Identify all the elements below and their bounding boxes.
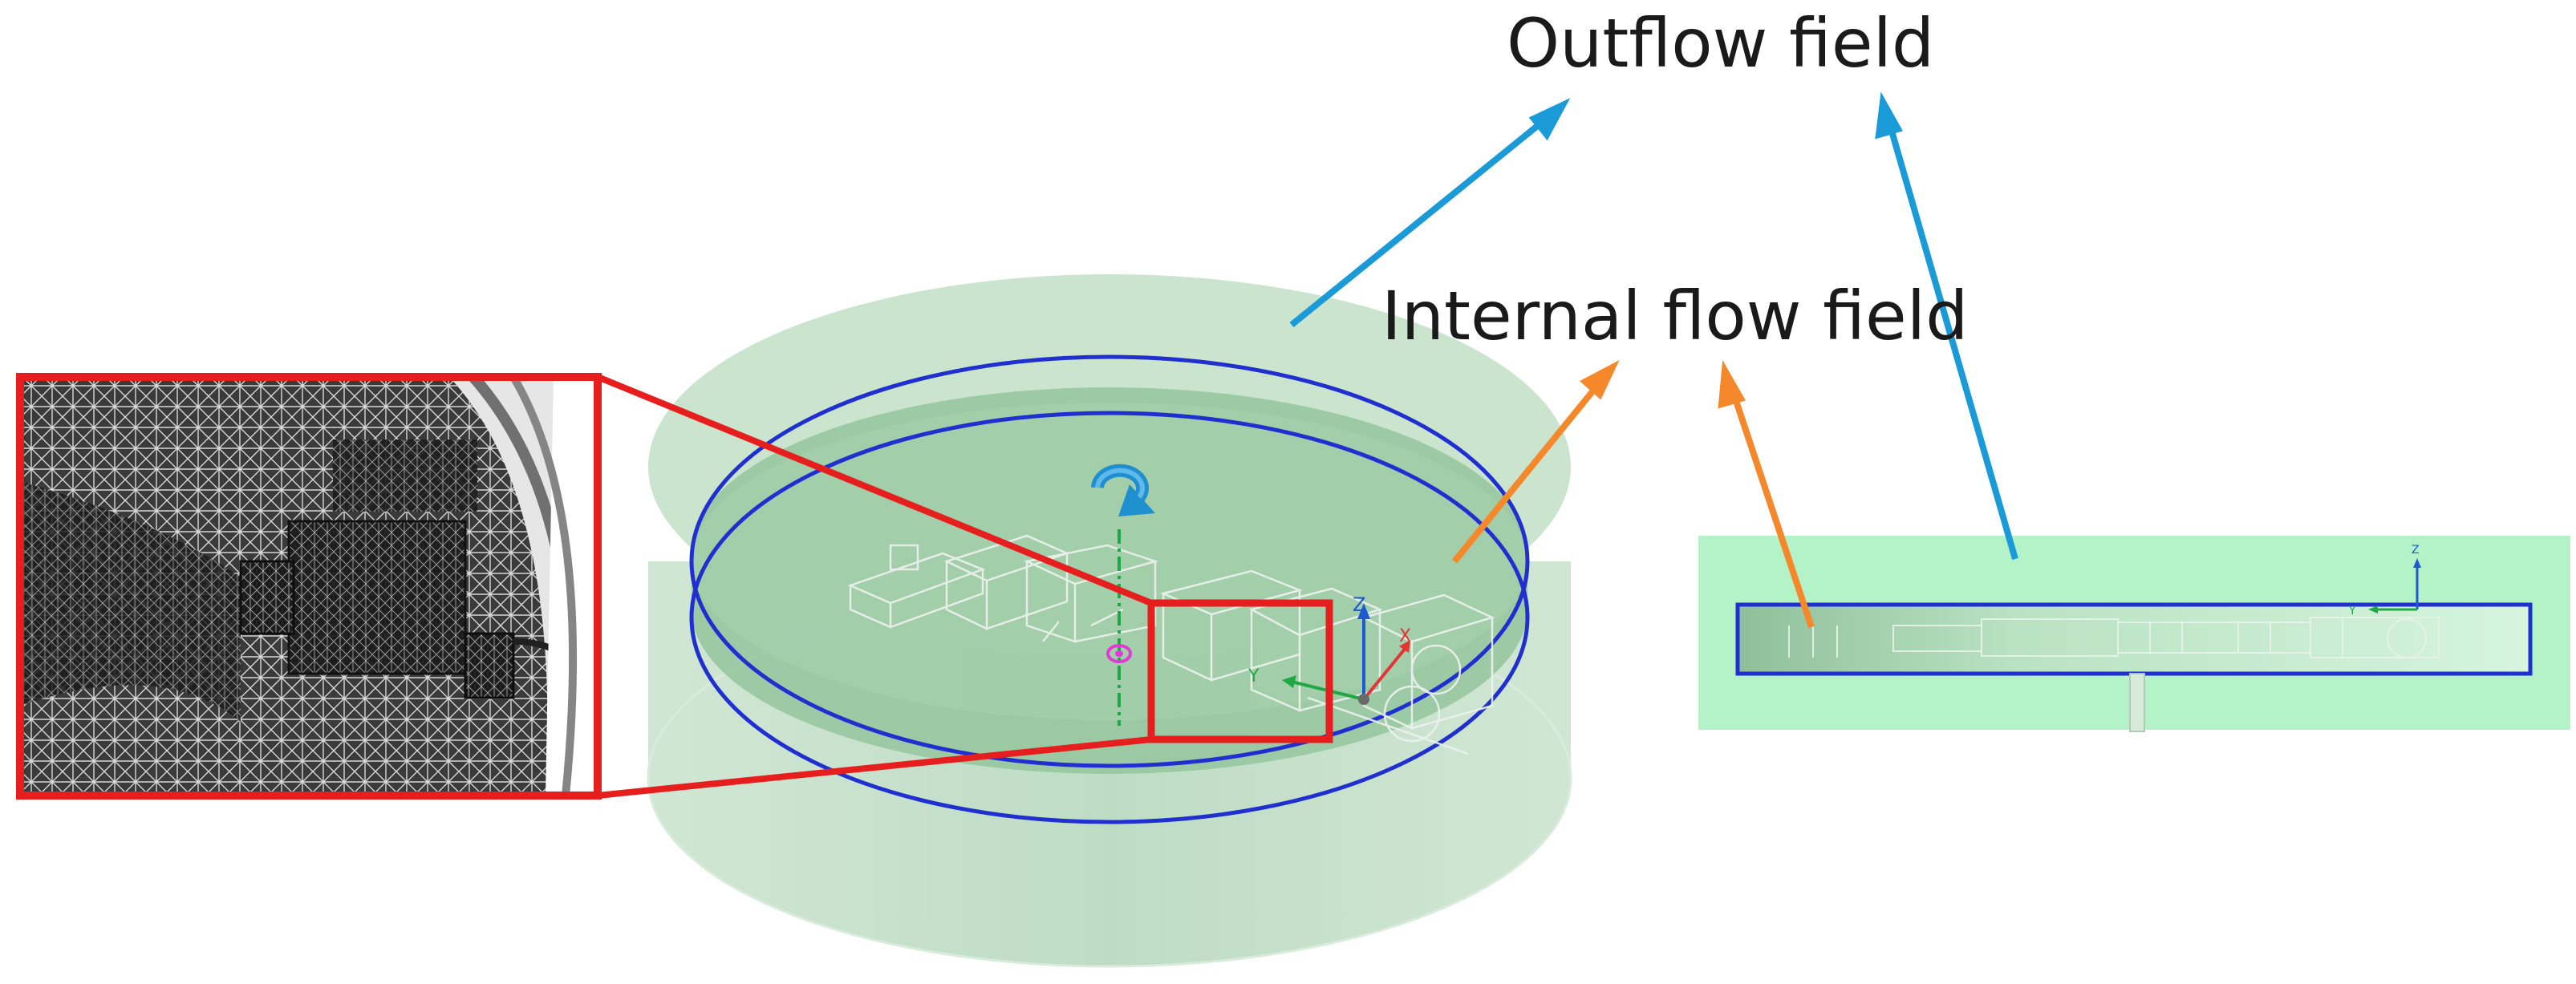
side-view-panel [1698, 536, 2570, 732]
highlight-region-box [1147, 599, 1333, 743]
internal-arrow-cylinder [1451, 384, 1600, 564]
internal-disc [689, 354, 1530, 824]
mesh-zoom-inset [16, 373, 602, 800]
outflow-arrow-cylinder [1289, 117, 1547, 328]
mesh-block-right [464, 632, 515, 699]
zoom-connector-bottom [597, 736, 1152, 799]
internal-arrow-side-view [1730, 390, 1815, 629]
side-view-wireframe [1788, 617, 2440, 658]
axis-label-x: X [1399, 626, 1411, 646]
rotation-arrow-icon [1091, 464, 1155, 516]
outflow-arrows [1289, 91, 2018, 561]
internal-flow-field-label: Internal flow field [1381, 277, 1969, 355]
side-view-support-post [2129, 673, 2145, 732]
axis-origin-marker [1106, 644, 1132, 663]
side-axis-label-z: Z [2412, 544, 2420, 557]
axis-label-y: Y [1247, 666, 1260, 686]
side-view-internal-region [1735, 602, 2533, 676]
mesh-block-left [239, 560, 295, 635]
zoom-connector-top [596, 374, 1153, 606]
side-view-axis-triad-icon [2368, 558, 2421, 613]
internal-arrows [1451, 359, 1815, 629]
mesh-block-upper [333, 439, 477, 512]
wireframe-rig [847, 534, 1495, 755]
outflow-arrow-side-view [1886, 121, 2018, 561]
inner-ring-top [689, 354, 1530, 768]
side-axis-label-y: Y [2348, 605, 2356, 618]
outflow-field-label: Outflow field [1507, 4, 1935, 83]
axis-label-z: Z [1353, 593, 1365, 616]
mesh-block-main [287, 520, 467, 675]
inner-disc-face [692, 403, 1527, 720]
inner-ring-bottom [689, 411, 1530, 824]
rotation-axis [1106, 529, 1132, 726]
